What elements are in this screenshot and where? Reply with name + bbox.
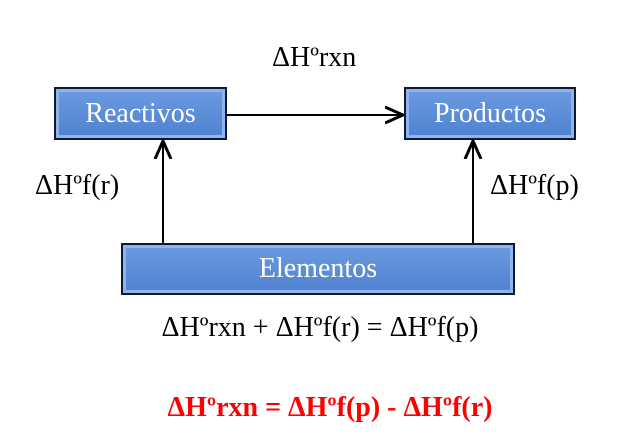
node-productos: Productos (404, 87, 576, 140)
label-f-r: ΔHºf(r) (35, 170, 120, 201)
node-elementos: Elementos (121, 243, 515, 295)
node-reactivos: Reactivos (54, 87, 227, 140)
label-f-p: ΔHºf(p) (490, 170, 579, 201)
label-rxn: ΔHºrxn (272, 42, 357, 73)
equation-sum: ΔHºrxn + ΔHºf(r) = ΔHºf(p) (161, 312, 479, 343)
equation-result: ΔHºrxn = ΔHºf(p) - ΔHºf(r) (167, 392, 493, 423)
